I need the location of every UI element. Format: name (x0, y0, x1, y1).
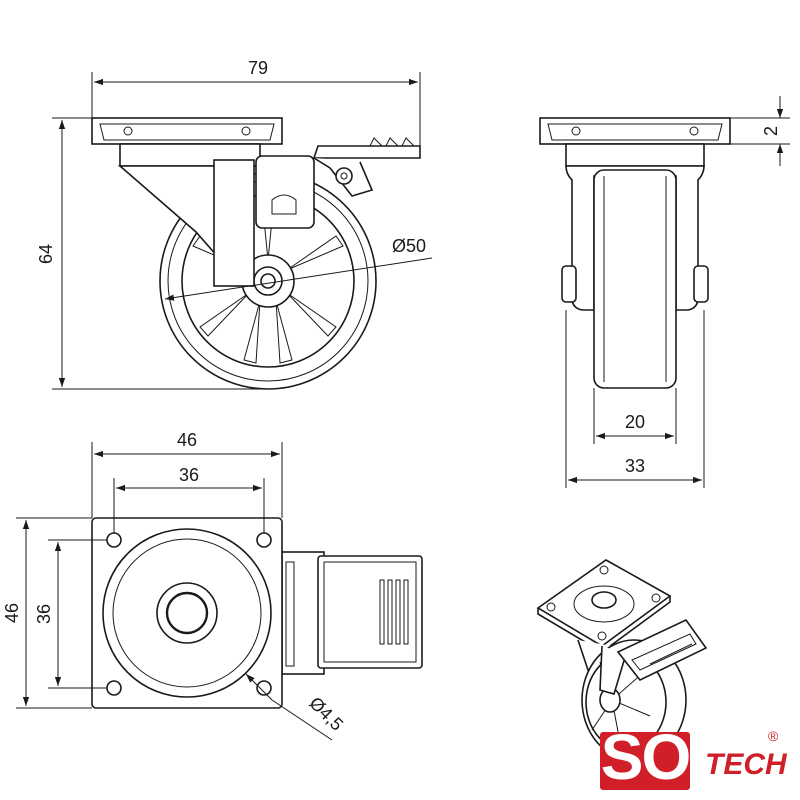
top-swivel-boss (156, 582, 218, 644)
iso-swivel-center (591, 591, 617, 609)
front-brake-detail (271, 194, 297, 215)
dim-label-46-h: 46 (177, 430, 197, 450)
side-plate-hole-left (571, 126, 581, 136)
top-plate (91, 517, 283, 709)
front-brake-lever (312, 145, 421, 159)
logo-registered-mark: ® (768, 728, 779, 744)
top-swivel-race (112, 538, 262, 688)
dim-label-46-v: 46 (2, 603, 22, 623)
front-plate-hole-left (123, 126, 133, 136)
top-brake-mount-slot (285, 561, 295, 667)
front-view: 79 64 Ø50 (36, 58, 433, 390)
front-wheel-axle (260, 273, 276, 289)
top-brake-lever-inner (323, 561, 417, 663)
side-swivel-base (565, 143, 705, 167)
side-axle-nut-left (561, 265, 577, 303)
front-brake-housing (255, 155, 315, 229)
front-brake-pivot-pin (340, 172, 348, 180)
isometric-view (536, 559, 708, 761)
dim-label-64: 64 (36, 244, 56, 264)
front-plate-inner (99, 123, 275, 141)
top-brake-lever-ribs (379, 579, 409, 645)
top-swivel-outer (102, 528, 272, 698)
dim-label-79: 79 (248, 58, 268, 78)
top-plate-hole-br (256, 680, 272, 696)
side-axle-nut-right (693, 265, 709, 303)
top-view: 46 36 46 36 Ø4,5 (2, 430, 423, 741)
dim-label-33: 33 (625, 456, 645, 476)
side-plate-inner (547, 123, 723, 141)
dim-label-36-h: 36 (179, 465, 199, 485)
top-brake-lever (317, 555, 423, 669)
side-plate-hole-right (689, 126, 699, 136)
dim-label-hole: Ø4,5 (305, 693, 347, 735)
dim-leader-hole (271, 699, 333, 741)
front-fork-front (213, 159, 255, 287)
iso-brake-lever (616, 618, 708, 682)
front-plate-hole-right (241, 126, 251, 136)
dim-label-36-v: 36 (34, 604, 54, 624)
dim-label-diameter: Ø50 (392, 236, 426, 256)
top-swivel-center (165, 591, 209, 635)
side-wheel (593, 169, 677, 389)
iso-brake-grip (631, 633, 697, 671)
dim-label-2: 2 (761, 126, 781, 136)
side-view: 2 20 33 (539, 96, 790, 488)
dim-line-diameter (164, 257, 433, 301)
iso-swivel-ring (573, 585, 635, 623)
logo-tech-text: TECH (705, 748, 787, 781)
dim-label-20: 20 (625, 412, 645, 432)
logo-so-text: SO (600, 721, 691, 793)
front-brake-lever-grip (369, 137, 415, 147)
logo-red-block (600, 732, 690, 790)
front-brake-pivot (335, 167, 353, 185)
iso-fork-leg (599, 645, 627, 695)
